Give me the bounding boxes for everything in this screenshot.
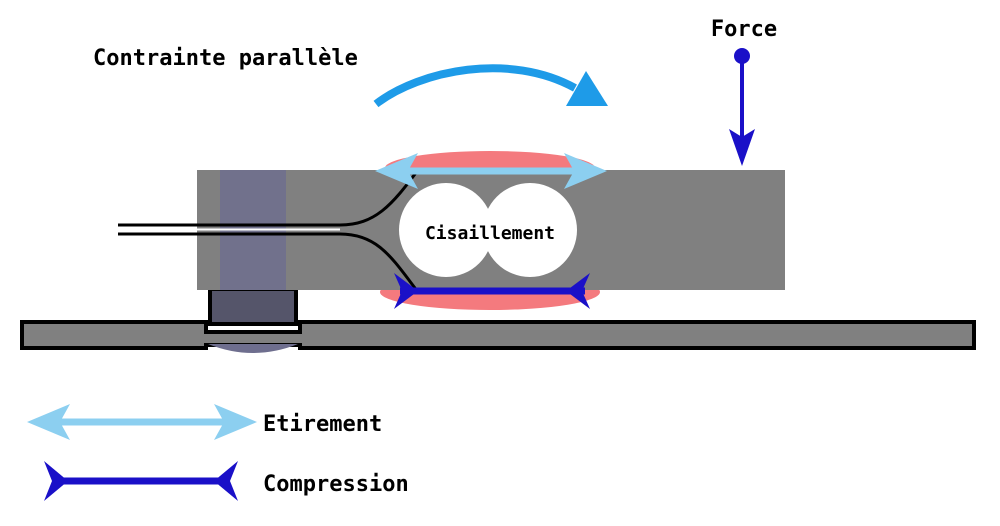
legend-stretch-head-left [27, 404, 70, 440]
shear-hole-right [483, 183, 577, 277]
base-plate [20, 320, 976, 350]
stretch-arrow-top-head-left [375, 153, 418, 189]
legend-stretch-head-right [214, 404, 257, 440]
mount-dome [208, 344, 298, 353]
compression-arrow-bottom-head-right [566, 273, 590, 309]
parallel-stress-arrow [373, 64, 577, 108]
legend-stretch: Etirement [27, 404, 382, 440]
cable-wire-2 [118, 232, 420, 293]
shear-label: Cisaillement [425, 223, 555, 244]
parallel-stress-arrow-head [566, 71, 608, 106]
legend-compression: Compression [44, 461, 409, 501]
force-label: Force [711, 17, 777, 42]
force-arrow-head [729, 129, 755, 166]
legend-compression-head-left [44, 461, 68, 501]
legend-compression-label: Compression [263, 472, 409, 497]
legend-compression-head-right [214, 461, 238, 501]
mount-spacer [208, 287, 298, 326]
parallel-stress-label: Contrainte parallèle [93, 46, 358, 71]
legend-stretch-label: Etirement [263, 412, 382, 437]
compression-arrow-bottom-head-left [394, 273, 418, 309]
stretch-arrow-top-head-right [564, 153, 607, 189]
shear-hole-left [399, 183, 493, 277]
